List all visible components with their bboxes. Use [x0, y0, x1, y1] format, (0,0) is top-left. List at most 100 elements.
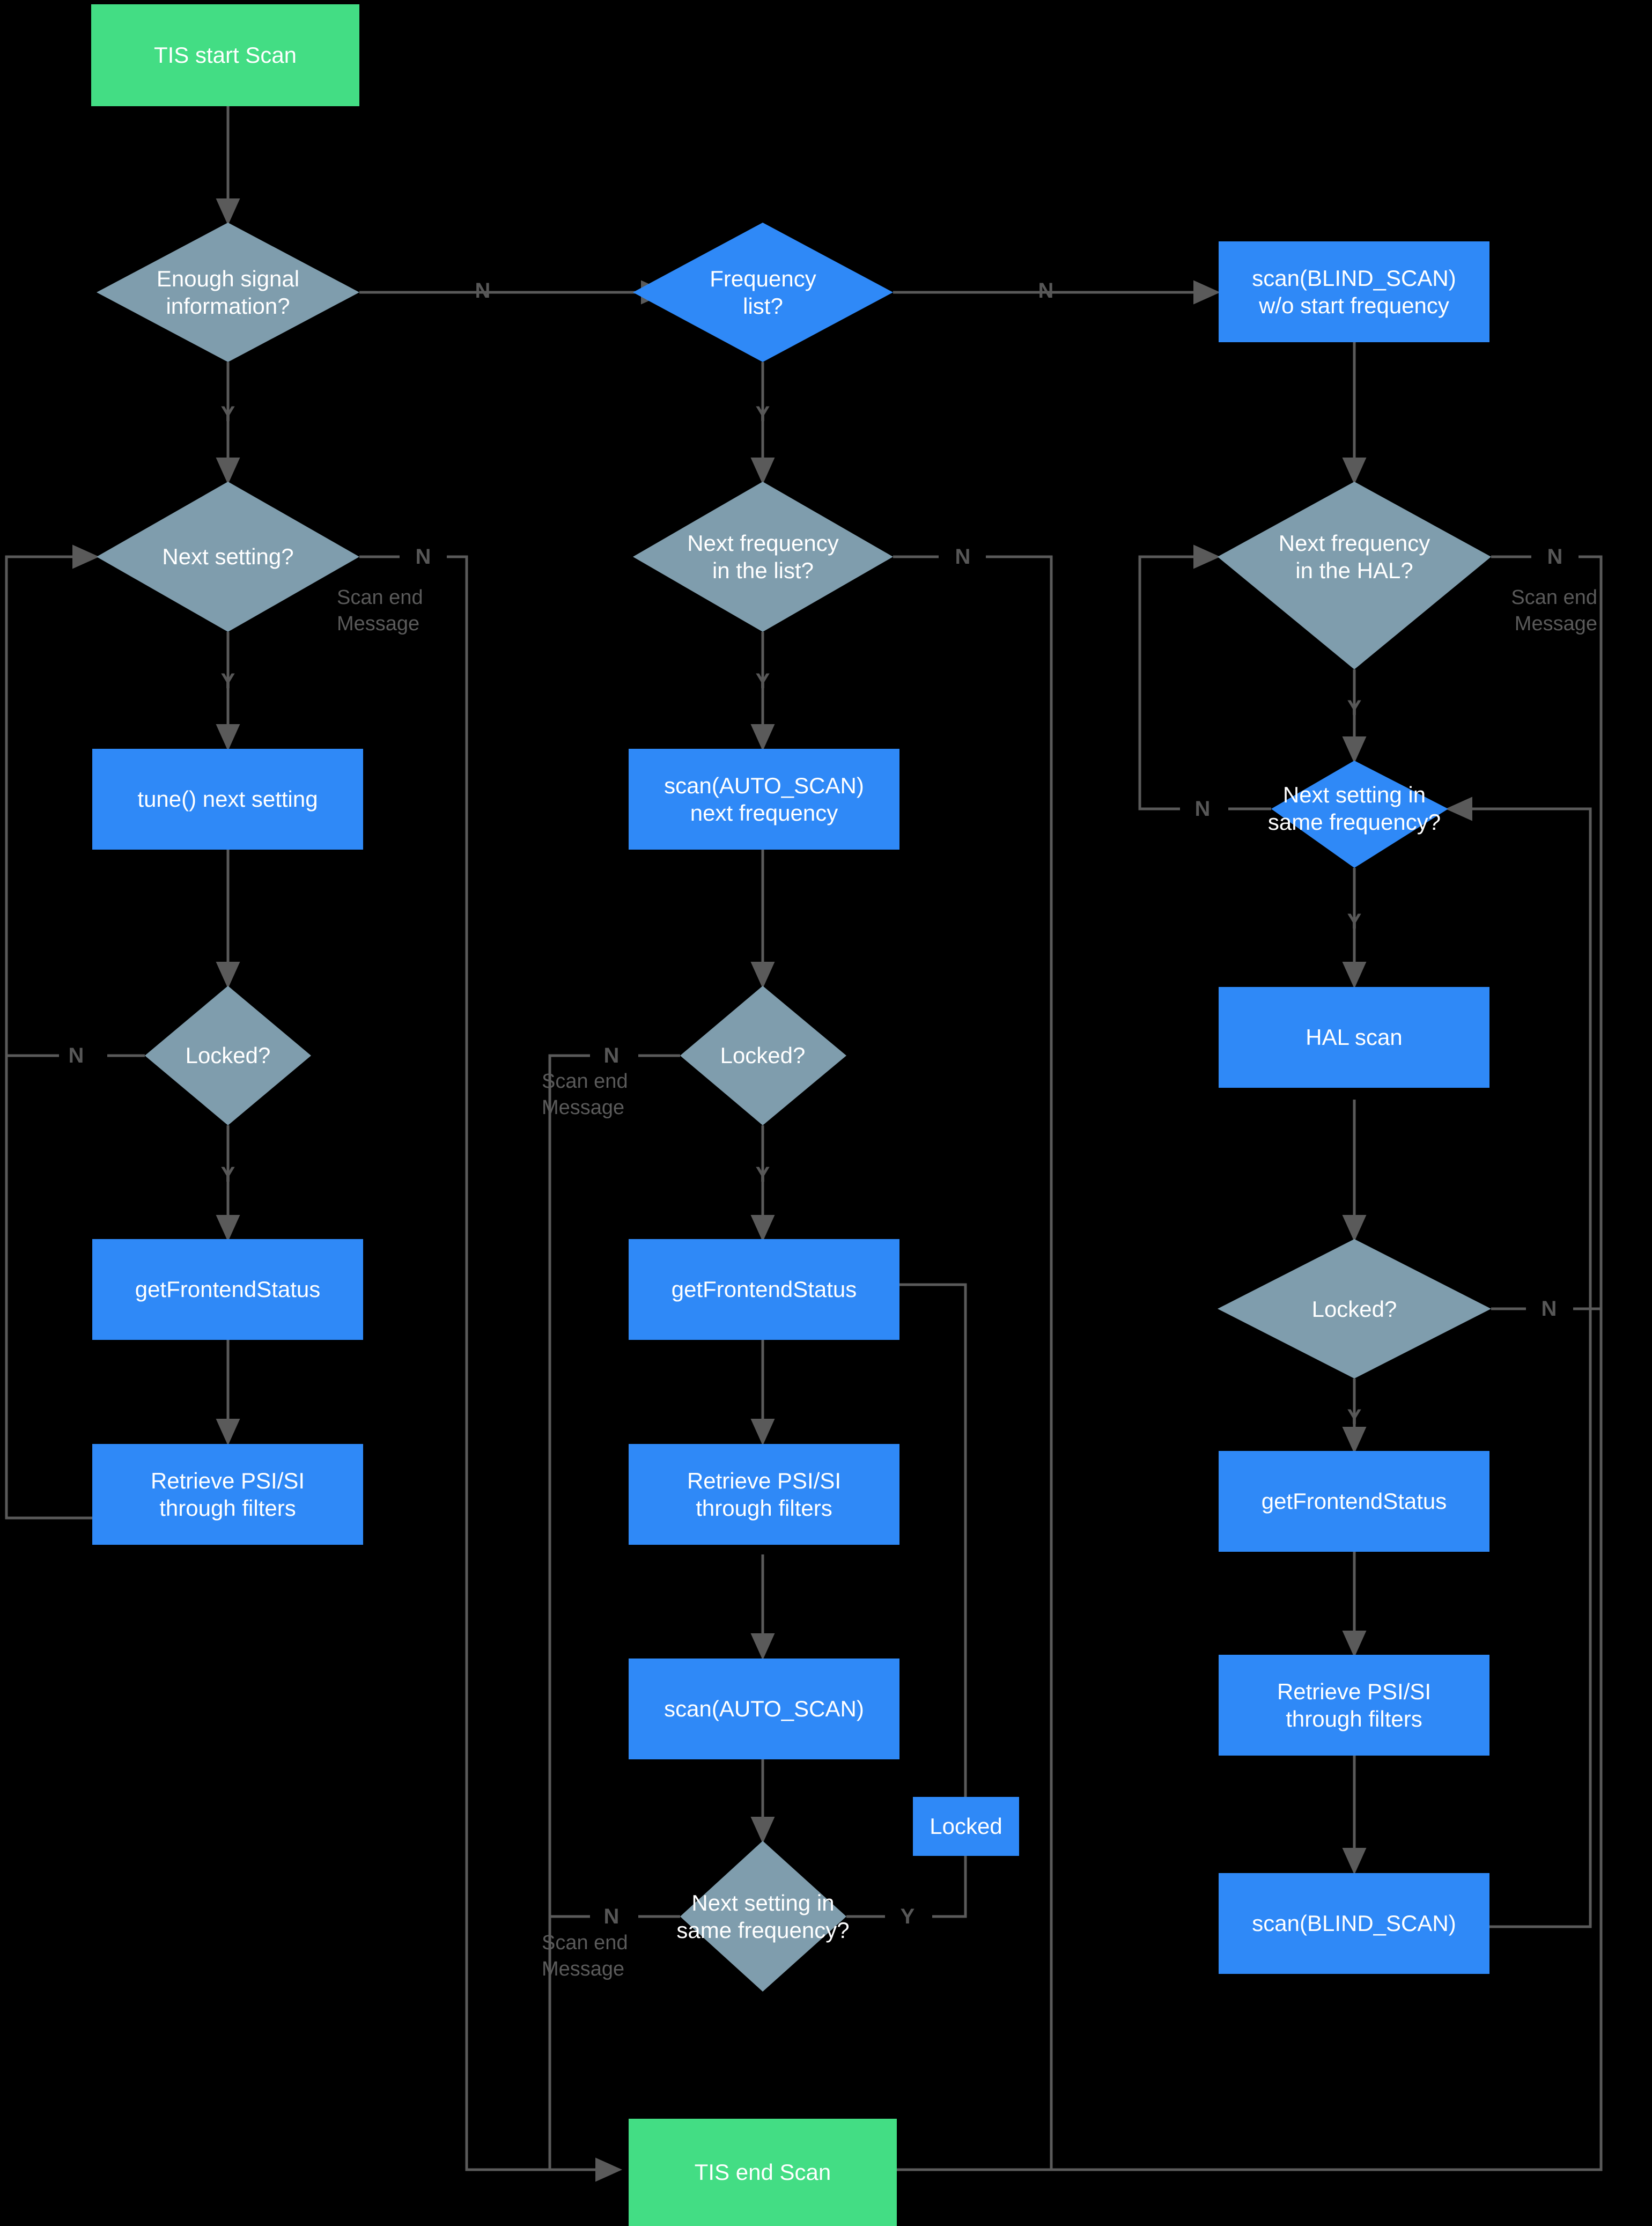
edge-label-next-setting-yes: Y — [212, 665, 244, 697]
shape-next-frequency-list[interactable] — [633, 482, 893, 632]
edge-label-next-frequency-hal-yes: Y — [1338, 692, 1370, 724]
edge-label-enough-signal-yes: Y — [212, 398, 244, 430]
branch-text: N — [1194, 797, 1211, 821]
note-line-2: Message — [337, 613, 420, 636]
branch-text: Y — [900, 1904, 915, 1928]
node-scan-blind-scan[interactable]: scan(BLIND_SCAN) — [1219, 1873, 1489, 1974]
node-label: scan(BLIND_SCAN) — [1252, 1911, 1456, 1936]
node-label: scan(AUTO_SCAN) next frequency — [664, 772, 864, 825]
node-label: getFrontendStatus — [1261, 1488, 1447, 1514]
shape-next-setting[interactable] — [97, 482, 359, 632]
branch-text: N — [603, 1904, 620, 1928]
edge-label-next-setting-same-freq-right-no: N — [1186, 793, 1219, 825]
branch-text: N — [68, 1043, 84, 1067]
edge-label-next-setting-same-freq-right-yes: Y — [1338, 905, 1370, 938]
edge-label-locked-middle-no: N — [595, 1040, 628, 1072]
shape-locked-right[interactable] — [1218, 1239, 1491, 1379]
edge-label-next-frequency-hal-no: N — [1539, 541, 1571, 573]
node-label: HAL scan — [1306, 1024, 1403, 1050]
node-get-frontend-status-middle[interactable]: getFrontendStatus — [629, 1239, 899, 1340]
shape-enough-signal[interactable] — [97, 223, 359, 362]
note-scan-end-message-locked-middle: Scan end Message — [542, 1068, 681, 1122]
node-scan-blind-scan-wo-start-frequency[interactable]: scan(BLIND_SCAN) w/o start frequency — [1219, 241, 1489, 342]
node-label: TIS start Scan — [153, 42, 297, 68]
branch-text: N — [603, 1043, 620, 1067]
branch-text: Y — [1347, 909, 1362, 933]
branch-text: Y — [220, 402, 235, 426]
branch-text: N — [1541, 1296, 1557, 1321]
node-label: getFrontendStatus — [135, 1277, 321, 1302]
node-hal-scan[interactable]: HAL scan — [1219, 987, 1489, 1088]
node-retrieve-psi-si-right[interactable]: Retrieve PSI/SI through filters — [1219, 1655, 1489, 1756]
node-tis-start-scan[interactable]: TIS start Scan — [91, 4, 359, 106]
node-retrieve-psi-si-left[interactable]: Retrieve PSI/SI through filters — [92, 1444, 363, 1545]
shape-next-setting-same-freq-right[interactable] — [1271, 761, 1448, 868]
branch-text: Y — [755, 1162, 770, 1186]
branch-text: Y — [755, 402, 770, 426]
edge-label-frequency-list-no: N — [1030, 275, 1062, 307]
node-label: scan(AUTO_SCAN) — [664, 1696, 864, 1722]
note-scan-end-message-next-setting: Scan end Message — [337, 585, 476, 638]
node-retrieve-psi-si-middle[interactable]: Retrieve PSI/SI through filters — [629, 1444, 899, 1545]
note-line-1: Scan end — [337, 586, 423, 609]
branch-text: Y — [1347, 696, 1362, 720]
shape-frequency-list[interactable] — [633, 223, 893, 362]
node-get-frontend-status-left[interactable]: getFrontendStatus — [92, 1239, 363, 1340]
node-label: scan(BLIND_SCAN) w/o start frequency — [1252, 265, 1456, 318]
node-label: Retrieve PSI/SI through filters — [687, 1468, 842, 1521]
branch-text: Y — [1347, 1405, 1362, 1429]
note-scan-end-message-next-frequency-hal: Scan end Message — [1458, 585, 1597, 638]
node-get-frontend-status-right[interactable]: getFrontendStatus — [1219, 1451, 1489, 1552]
node-label: Locked — [930, 1814, 1002, 1839]
edge-left-loopback — [5, 544, 99, 1520]
edge-nssf-middle-yes-loop — [844, 1272, 967, 1918]
edge-label-locked-middle-yes: Y — [747, 1159, 779, 1191]
edge-next-freq-hal-no-to-end — [839, 555, 1603, 2182]
edge-nssf-right-no-loop — [1138, 544, 1220, 810]
note-line-1: Scan end — [542, 1070, 628, 1093]
node-locked-badge[interactable]: Locked — [913, 1797, 1019, 1856]
shape-next-frequency-hal[interactable] — [1218, 482, 1491, 669]
edge-label-next-setting-same-freq-middle-no: N — [595, 1900, 628, 1933]
note-line-2: Message — [542, 1958, 625, 1981]
branch-text: N — [415, 544, 431, 569]
edge-next-freq-list-no-down — [986, 555, 1053, 2170]
branch-text: Y — [220, 669, 235, 693]
branch-text: Y — [220, 1162, 235, 1186]
node-tune-next-setting[interactable]: tune() next setting — [92, 749, 363, 850]
node-scan-auto-scan-next-frequency[interactable]: scan(AUTO_SCAN) next frequency — [629, 749, 899, 850]
node-scan-auto-scan[interactable]: scan(AUTO_SCAN) — [629, 1659, 899, 1759]
branch-text: Y — [755, 669, 770, 693]
shape-locked-left[interactable] — [145, 986, 311, 1125]
edge-label-locked-right-yes: Y — [1338, 1401, 1370, 1433]
edge-label-next-frequency-list-no: N — [947, 541, 979, 573]
edge-locked-middle-no-to-end — [548, 1054, 620, 2171]
note-line-2: Message — [1514, 613, 1597, 636]
node-label: TIS end Scan — [694, 2159, 831, 2185]
branch-text: N — [1038, 278, 1054, 303]
shape-locked-middle[interactable] — [680, 986, 846, 1125]
node-tis-end-scan[interactable]: TIS end Scan — [629, 2119, 897, 2226]
edge-label-locked-right-no: N — [1533, 1293, 1565, 1325]
node-label: tune() next setting — [137, 786, 318, 812]
edge-label-next-setting-no: N — [407, 541, 439, 573]
shape-next-setting-same-freq-middle[interactable] — [680, 1841, 846, 1992]
branch-text: N — [475, 278, 491, 303]
note-line-1: Scan end — [542, 1932, 628, 1954]
edge-next-setting-no-to-end — [447, 555, 622, 2182]
node-label: Retrieve PSI/SI through filters — [1277, 1678, 1432, 1731]
node-label: Retrieve PSI/SI through filters — [150, 1468, 305, 1521]
edge-label-enough-signal-no: N — [467, 275, 499, 307]
branch-text: N — [955, 544, 971, 569]
edge-blindscan-loopback — [1424, 797, 1592, 1928]
note-line-1: Scan end — [1511, 586, 1597, 609]
node-label: getFrontendStatus — [671, 1277, 857, 1302]
note-line-2: Message — [542, 1096, 625, 1119]
edge-label-frequency-list-yes: Y — [747, 398, 779, 430]
branch-text: N — [1547, 544, 1563, 569]
edge-label-next-setting-same-freq-middle-yes: Y — [891, 1900, 924, 1933]
note-scan-end-message-next-setting-same-freq: Scan end Message — [542, 1930, 681, 1983]
